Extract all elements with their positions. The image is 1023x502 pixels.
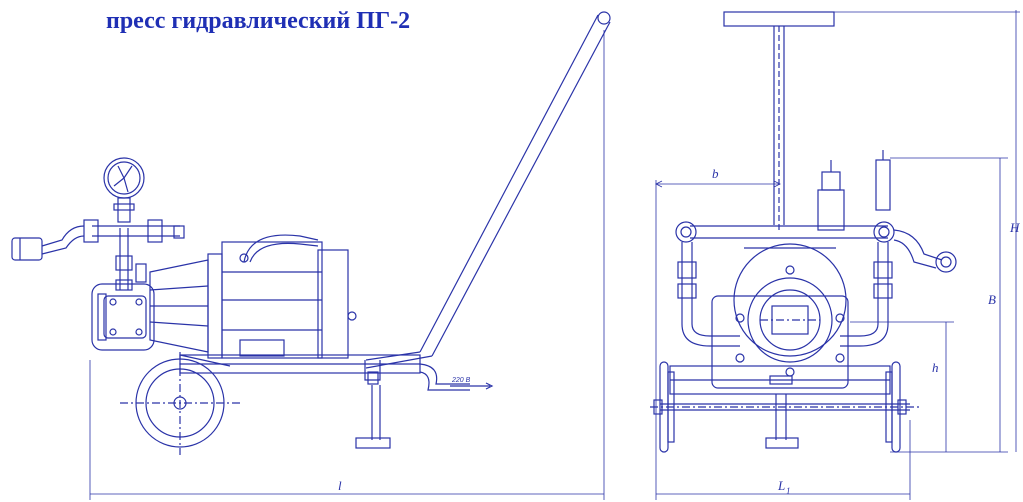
side-wheel [120,352,240,455]
pump-block [91,283,155,351]
dim-label-L1-sub: 1 [786,486,791,496]
side-dim-l [89,30,605,500]
front-side-pipes [677,242,893,347]
dim-label-b: b [712,166,719,181]
dim-label-B: B [988,292,996,307]
front-dimensions [655,10,1020,500]
power-cable [450,382,494,390]
front-t-handle [723,11,835,230]
front-pump-flange [711,243,849,389]
dim-label-H: H [1009,220,1020,235]
side-handle [365,11,611,369]
pressure-gauge [103,157,145,223]
dim-label-L1: L [777,478,785,493]
front-axle-wheels [650,361,920,453]
front-upper-pipes [675,150,957,273]
motor [207,234,357,359]
front-view [650,10,1020,500]
dim-label-l: l [338,478,342,493]
side-pipework [11,219,185,291]
dim-label-h: h [932,360,939,375]
coupling-housing [149,259,209,353]
drawing-title: пресс гидравлический ПГ-2 [106,8,411,34]
side-view [11,11,611,500]
voltage-label: 220 В [451,377,471,384]
